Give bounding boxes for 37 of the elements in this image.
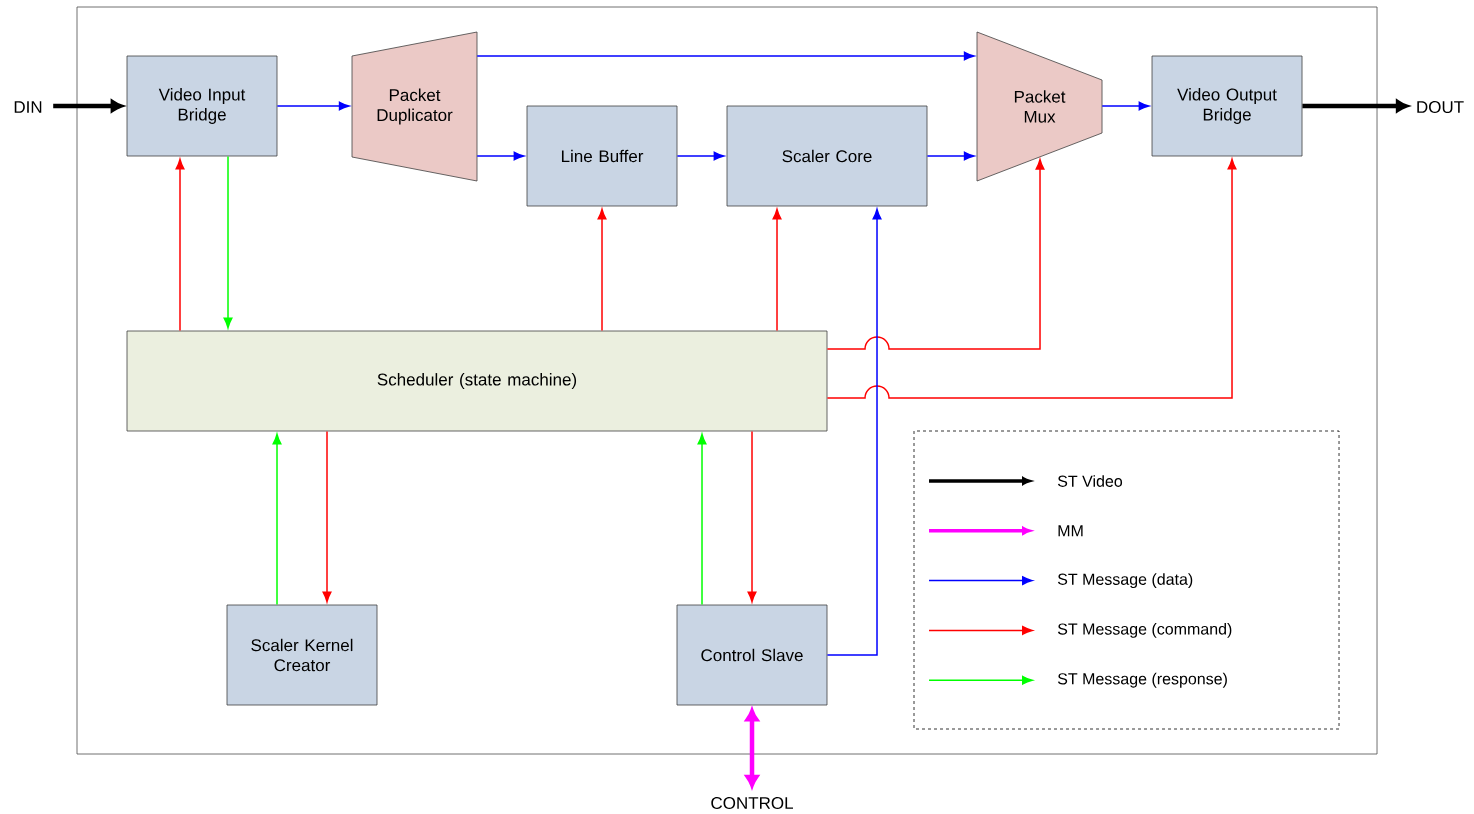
mux-trapezoid: Packet Mux xyxy=(976,31,1103,182)
legend-text: ST Video xyxy=(1057,475,1123,487)
block-box: Scaler Kernel Creator xyxy=(226,604,378,706)
arrow xyxy=(745,708,759,788)
arrow xyxy=(322,430,332,603)
block-box: Video Input Bridge xyxy=(126,55,278,157)
port-label: DIN xyxy=(14,101,42,113)
arrow xyxy=(826,208,882,656)
arrow xyxy=(676,151,725,161)
arrow xyxy=(223,155,233,329)
arrow xyxy=(476,51,975,61)
scheduler-box: Scheduler (state machine) xyxy=(126,330,828,432)
arrow xyxy=(272,433,282,606)
duplicator-trapezoid: Packet Duplicator xyxy=(351,31,478,182)
arrow xyxy=(597,208,607,332)
arrow xyxy=(826,158,1045,350)
arrow xyxy=(747,430,757,603)
block-box: Control Slave xyxy=(676,604,828,706)
legend-text: ST Message (response) xyxy=(1057,672,1227,688)
arrow xyxy=(276,101,350,111)
block-box: Scaler Core xyxy=(726,105,928,207)
arrow xyxy=(697,433,707,606)
block-box: Video Output Bridge xyxy=(1151,55,1303,157)
arrow xyxy=(53,99,124,113)
block-box: Line Buffer xyxy=(526,105,678,207)
arrow xyxy=(926,151,975,161)
arrow xyxy=(826,158,1237,399)
legend-text: ST Message (command) xyxy=(1057,622,1232,638)
arrow xyxy=(1101,101,1150,111)
arrow xyxy=(1302,99,1409,113)
arrow xyxy=(772,208,782,332)
legend-text: ST Message (data) xyxy=(1057,573,1193,589)
port-label: CONTROL xyxy=(711,797,793,810)
arrow xyxy=(476,151,525,161)
legend-text: MM xyxy=(1058,525,1083,537)
port-label: DOUT xyxy=(1417,101,1464,114)
arrow xyxy=(175,158,185,332)
